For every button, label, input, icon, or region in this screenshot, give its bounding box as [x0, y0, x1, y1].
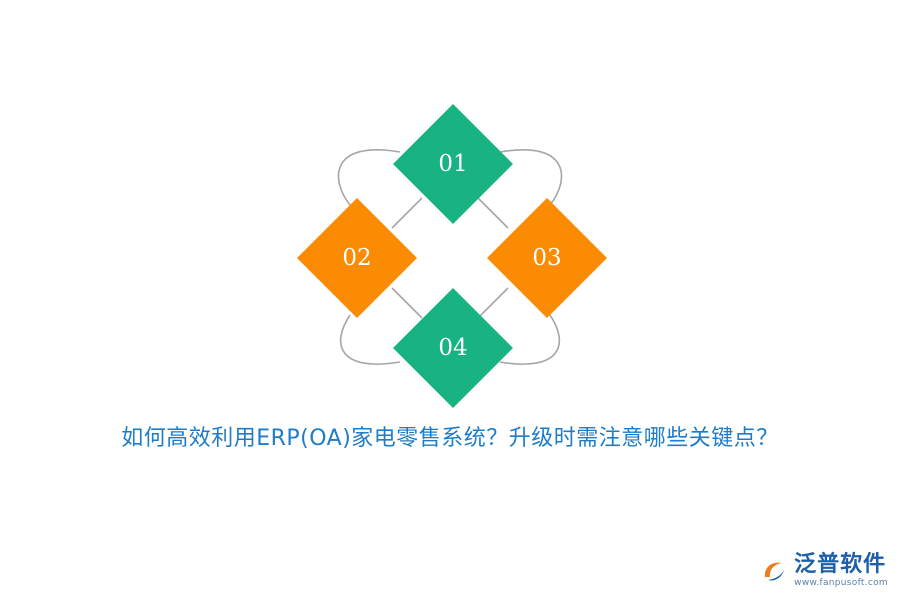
logo-brand-name: 泛普软件: [794, 552, 887, 577]
diamond-node-04: 04: [393, 288, 513, 408]
diamond-label-02: 02: [342, 245, 371, 271]
fanpu-logo-icon: [765, 562, 785, 581]
diamond-node-01: 01: [393, 104, 513, 224]
diamond-shape-03: [487, 198, 607, 318]
inner-line-bottom-right: [477, 287, 509, 319]
diamond-label-04: 04: [438, 335, 467, 361]
outer-arc-bottom-right: [499, 314, 561, 365]
inner-line-bottom-left: [391, 287, 423, 319]
outer-arc-top-right: [499, 149, 563, 206]
diamond-node-02: 02: [297, 198, 417, 318]
diamond-label-01: 01: [438, 151, 467, 177]
logo-website: www.fanpusoft.com: [794, 578, 888, 588]
diamond-shape-04: [393, 288, 513, 408]
inner-line-top-right: [477, 197, 509, 229]
diamond-shape-01: [393, 104, 513, 224]
diamond-shape-02: [297, 198, 417, 318]
outer-arc-bottom-left: [339, 314, 401, 365]
brand-logo: 泛普软件 www.fanpusoft.com: [760, 554, 888, 588]
page-title: 如何高效利用ERP(OA)家电零售系统？升级时需注意哪些关键点？: [121, 426, 779, 451]
inner-line-top-left: [391, 197, 423, 229]
diamond-label-03: 03: [532, 245, 561, 271]
outer-arc-top-left: [337, 149, 401, 206]
connector-lines: [337, 149, 563, 365]
diamond-node-03: 03: [487, 198, 607, 318]
